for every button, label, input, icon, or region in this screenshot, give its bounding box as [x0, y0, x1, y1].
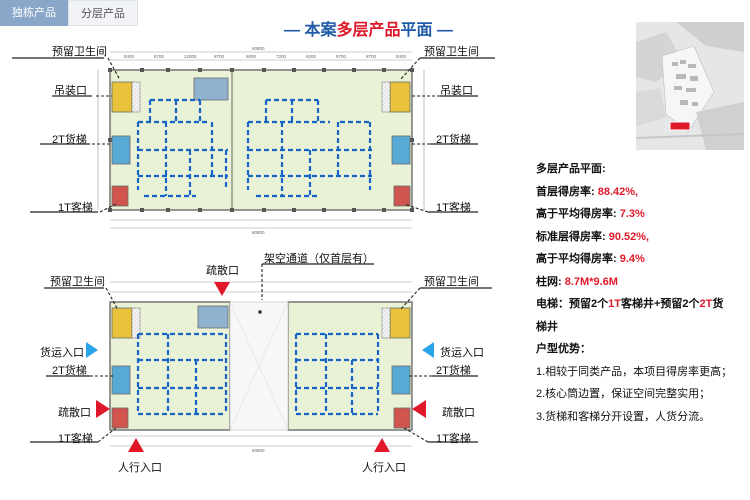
label-restroom-bottom-right: 预留卫生间 — [424, 276, 479, 288]
info-elev-a: 电梯：预留2个 — [536, 298, 609, 310]
dim-overall-bottom: 60800 — [252, 230, 265, 235]
label-restroom-bottom-left: 预留卫生间 — [50, 276, 105, 288]
right-freight-core — [391, 135, 411, 165]
label-freight-bottom-right: 2T货梯 — [436, 365, 471, 377]
label-freight-bottom-left: 2T货梯 — [52, 365, 87, 377]
floor-plan-drawing: 60800 8400 8700 12000 8700 9000 7200 620… — [12, 46, 495, 453]
pedestrian-arrow-left — [128, 438, 144, 452]
page-title: — 本案多层产品平面 — — [284, 16, 453, 40]
evacuation-arrow-right — [412, 400, 426, 418]
info-adv-1: 1.相较于同类产品，本项目得房率更高； — [536, 365, 733, 378]
info-elev-d: 2T — [699, 298, 713, 310]
left-restroom-core — [111, 81, 133, 113]
dim-6: 7200 — [276, 54, 287, 59]
dim-2: 8700 — [154, 54, 165, 59]
info-above-avg-2: 高于平均得房率: 9.4% — [536, 248, 746, 271]
freight-arrow-left — [86, 342, 98, 358]
info-ground-rate-value: 88.42%, — [597, 185, 639, 198]
label-passenger-bottom-right: 1T客梯 — [436, 433, 471, 445]
title-highlight: 多层产品 — [336, 22, 401, 39]
info-grid-label: 柱网: — [536, 275, 562, 288]
label-evacuation-left: 疏散口 — [58, 407, 91, 419]
freight-arrow-right — [422, 342, 434, 358]
dim-overall-top: 60800 — [252, 46, 265, 51]
label-freight-entrance-right: 货运入口 — [440, 347, 484, 359]
tab-layered[interactable]: 分层产品 — [68, 0, 138, 26]
info-ground-rate-label: 首层得房率: — [536, 185, 595, 198]
dim-10: 8400 — [396, 54, 407, 59]
info-heading: 多层产品平面: — [536, 163, 606, 175]
label-evacuation-right: 疏散口 — [442, 407, 475, 419]
site-location-map — [636, 22, 744, 150]
title-suffix: 平面 — [400, 22, 433, 39]
label-restroom-top-left: 预留卫生间 — [52, 46, 107, 58]
right-passenger-core — [393, 185, 411, 207]
dim-1: 8400 — [124, 54, 135, 59]
ground-floor-plan — [30, 263, 492, 452]
info-elev-b: 1T — [608, 298, 621, 310]
label-pedestrian-left: 人行入口 — [118, 462, 162, 474]
label-passenger-bottom-left: 1T客梯 — [58, 433, 93, 445]
info-ground-rate: 首层得房率: 88.42%, — [536, 181, 746, 204]
info-elev-c: 客梯井+预留2个 — [620, 298, 700, 310]
tab-standalone[interactable]: 独栋产品 — [0, 0, 68, 26]
info-advantages-heading: 户型优势： — [536, 343, 591, 355]
info-elevators: 电梯：预留2个1T客梯井+预留2个2T货 — [536, 293, 746, 316]
label-freight-top-right: 2T货梯 — [436, 134, 471, 146]
evacuation-arrow-top — [214, 282, 230, 296]
title-dash-left: — — [284, 22, 300, 39]
title-dash-right: — — [436, 22, 453, 39]
label-evacuation-top: 疏散口 — [206, 265, 239, 277]
upper-floor-area — [109, 69, 413, 211]
left-passenger-core — [111, 185, 129, 207]
info-adv-2: 2.核心筒边置，保证空间完整实用； — [536, 388, 711, 400]
dim-9: 8700 — [366, 54, 377, 59]
info-above-avg-1-value: 7.3% — [619, 208, 645, 220]
label-passenger-top-right: 1T客梯 — [436, 202, 471, 214]
title-prefix: 本案 — [304, 22, 337, 39]
right-restroom-core — [389, 81, 411, 113]
site-highlight-marker — [669, 121, 691, 131]
info-above-avg-1-label: 高于平均得房率: — [536, 208, 617, 220]
dim-4: 8700 — [214, 54, 225, 59]
product-tabs: 独栋产品 分层产品 — [0, 0, 138, 26]
label-pedestrian-right: 人行入口 — [362, 462, 406, 474]
info-elev-cont: 梯井 — [536, 320, 558, 333]
label-hoist-left: 吊装口 — [54, 85, 87, 97]
dim-5: 9000 — [246, 54, 257, 59]
info-std-rate: 标准层得房率: 90.52%, — [536, 226, 746, 249]
dim-overall-ground: 60800 — [252, 448, 265, 453]
dim-7: 6200 — [306, 54, 317, 59]
label-freight-top-left: 2T货梯 — [52, 134, 87, 146]
info-elev-e: 货 — [712, 298, 724, 310]
info-grid-value: 8.7M*9.6M — [564, 275, 618, 288]
info-std-rate-label: 标准层得房率: — [536, 230, 606, 243]
label-restroom-top-right: 预留卫生间 — [424, 46, 479, 58]
hoist-opening-box — [193, 77, 229, 101]
dim-3: 12000 — [184, 54, 197, 59]
info-grid: 柱网: 8.7M*9.6M — [536, 271, 746, 294]
info-adv-3: 3.货梯和客梯分开设置，人货分流。 — [536, 410, 711, 423]
pedestrian-arrow-right — [374, 438, 390, 452]
site-map-graphic — [636, 22, 744, 150]
upper-floor-plan — [12, 51, 495, 229]
left-freight-core — [111, 135, 131, 165]
product-info-panel: 多层产品平面: 首层得房率: 88.42%, 高于平均得房率: 7.3% 标准层… — [536, 158, 746, 428]
info-above-avg-2-value: 9.4% — [619, 253, 645, 265]
dim-8: 8700 — [336, 54, 347, 59]
label-overhead-passage: 架空通道（仅首层有） — [264, 253, 374, 265]
info-above-avg-1: 高于平均得房率: 7.3% — [536, 203, 746, 226]
label-freight-entrance-left: 货运入口 — [40, 347, 84, 359]
label-passenger-top-left: 1T客梯 — [58, 202, 93, 214]
info-above-avg-2-label: 高于平均得房率: — [536, 253, 617, 265]
label-hoist-right: 吊装口 — [440, 85, 473, 97]
info-std-rate-value: 90.52%, — [608, 230, 650, 243]
evacuation-arrow-left — [96, 400, 110, 418]
